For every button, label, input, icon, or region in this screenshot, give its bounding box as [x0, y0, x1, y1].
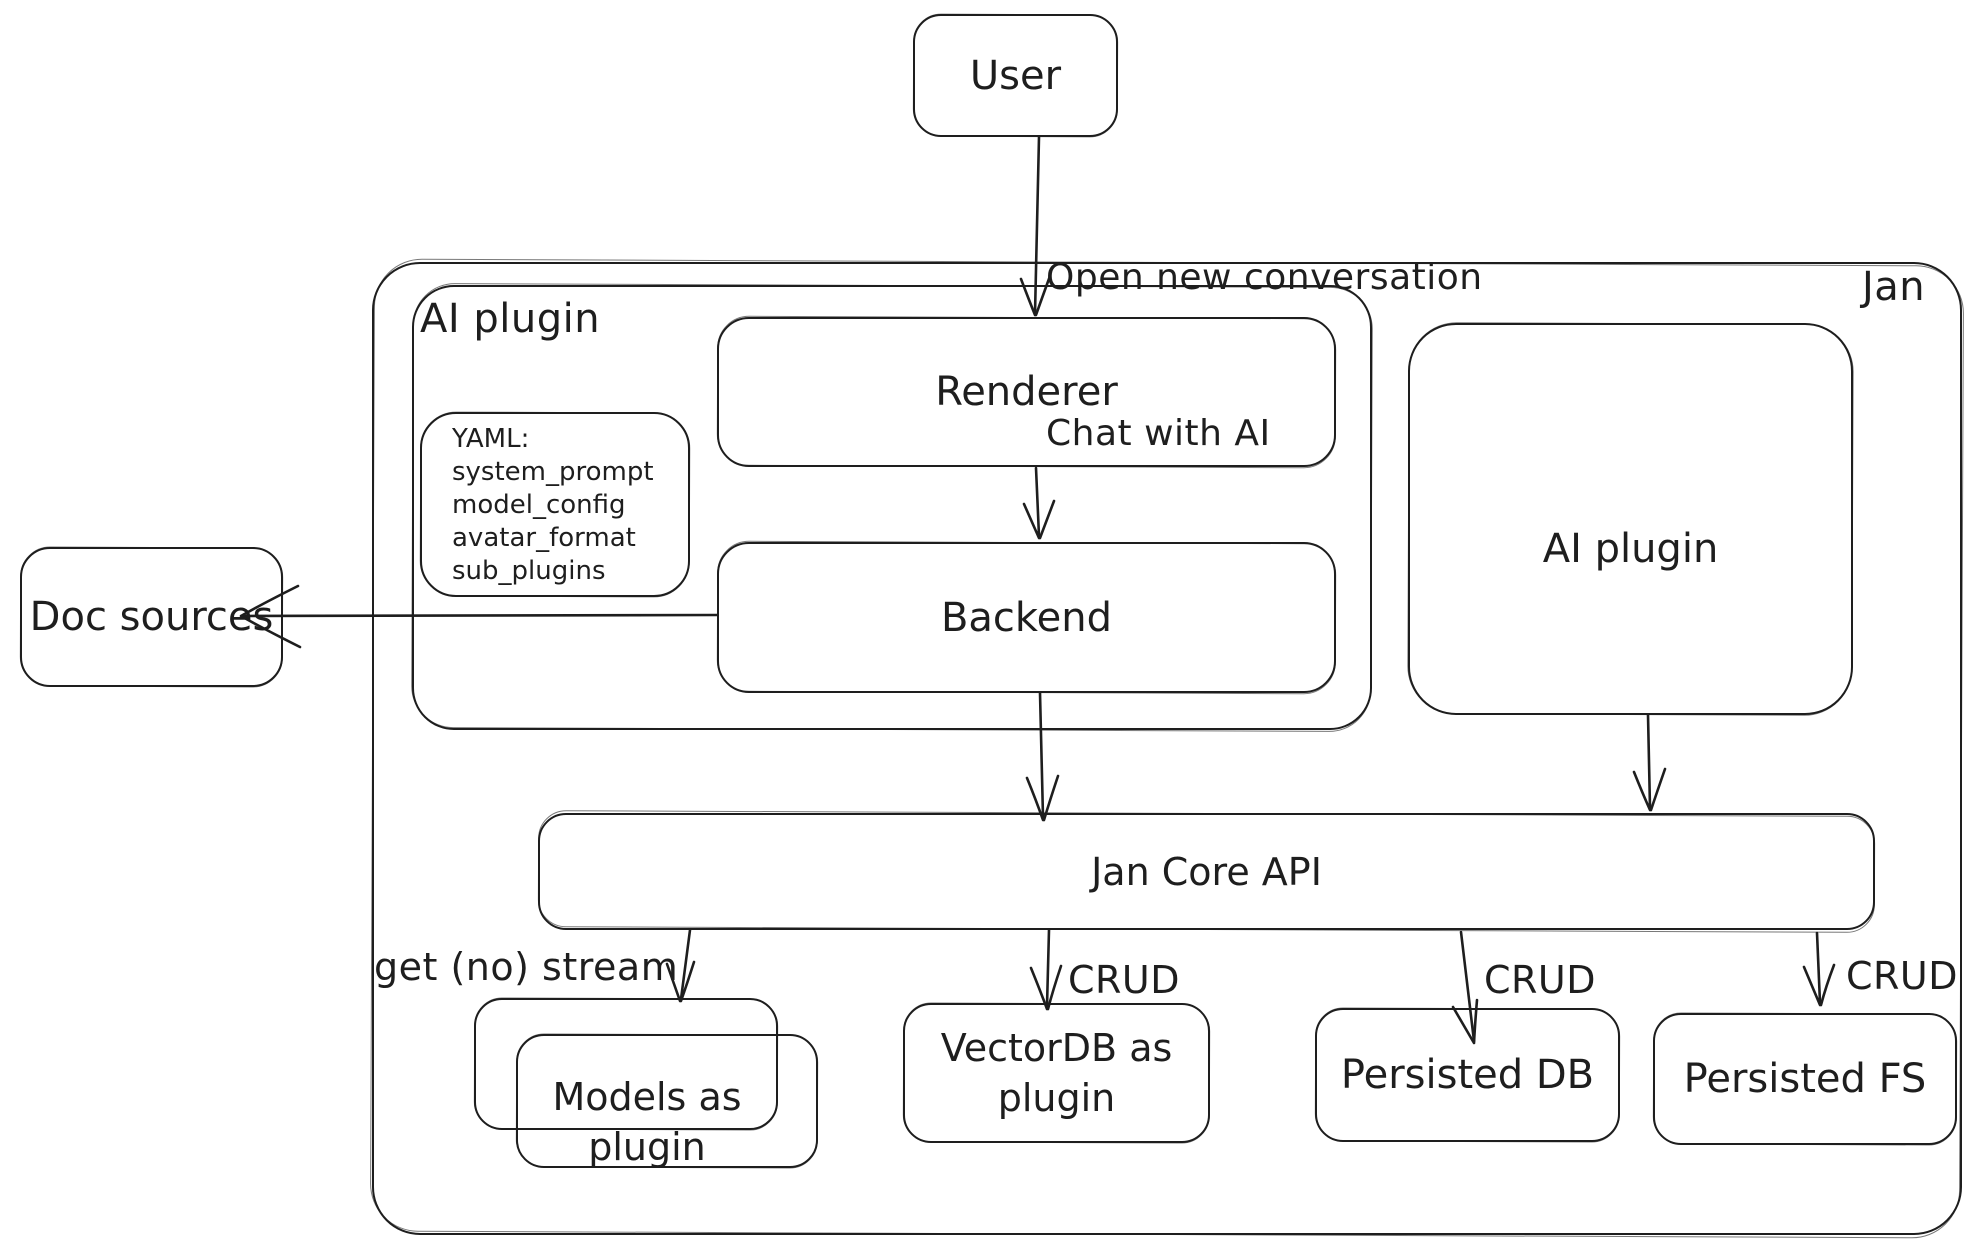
- doc-sources-label: Doc sources: [29, 594, 274, 640]
- user-node: User: [913, 14, 1118, 137]
- renderer-label: Renderer: [935, 369, 1118, 415]
- persisted-db-node: Persisted DB: [1315, 1008, 1620, 1142]
- yaml-line: system_prompt: [452, 457, 654, 487]
- crud-label-vectordb: CRUD: [1068, 958, 1181, 1002]
- yaml-line: YAML:: [452, 424, 530, 454]
- persisted-fs-node: Persisted FS: [1653, 1013, 1957, 1145]
- crud-label-persisted-db: CRUD: [1484, 958, 1597, 1002]
- vectordb-plugin-label: VectorDB as plugin: [940, 1026, 1173, 1120]
- jan-container-label: Jan: [1862, 264, 1926, 310]
- models-plugin-box-front: [474, 998, 778, 1130]
- persisted-db-label: Persisted DB: [1340, 1052, 1595, 1098]
- yaml-note-text: YAML: system_prompt model_config avatar_…: [452, 423, 654, 588]
- backend-label: Backend: [940, 594, 1113, 641]
- vectordb-plugin-node: [903, 1003, 1210, 1143]
- yaml-line: avatar_format: [452, 523, 636, 553]
- crud-label-persisted-fs: CRUD: [1846, 954, 1959, 998]
- yaml-note: YAML: system_prompt model_config avatar_…: [420, 412, 690, 597]
- ai-plugin-right-node: AI plugin: [1408, 323, 1853, 715]
- jan-core-api-node: Jan Core API: [538, 813, 1875, 930]
- jan-core-api-label: Jan Core API: [1091, 849, 1322, 894]
- yaml-line: model_config: [452, 490, 626, 520]
- doc-sources-node: Doc sources: [20, 547, 283, 687]
- get-no-stream-label: get (no) stream: [374, 945, 679, 989]
- user-flow-label: Open new conversation Chat with AI: [1046, 257, 1483, 454]
- user-label: User: [969, 52, 1062, 99]
- models-plugin-label: Models as plugin: [552, 1075, 742, 1169]
- renderer-node: Renderer: [717, 317, 1336, 467]
- backend-node: Backend: [717, 542, 1336, 693]
- ai-plugin-group-label: AI plugin: [420, 296, 601, 342]
- yaml-line: sub_plugins: [452, 556, 606, 586]
- ai-plugin-right-label: AI plugin: [1542, 526, 1719, 572]
- persisted-fs-label: Persisted FS: [1683, 1056, 1927, 1102]
